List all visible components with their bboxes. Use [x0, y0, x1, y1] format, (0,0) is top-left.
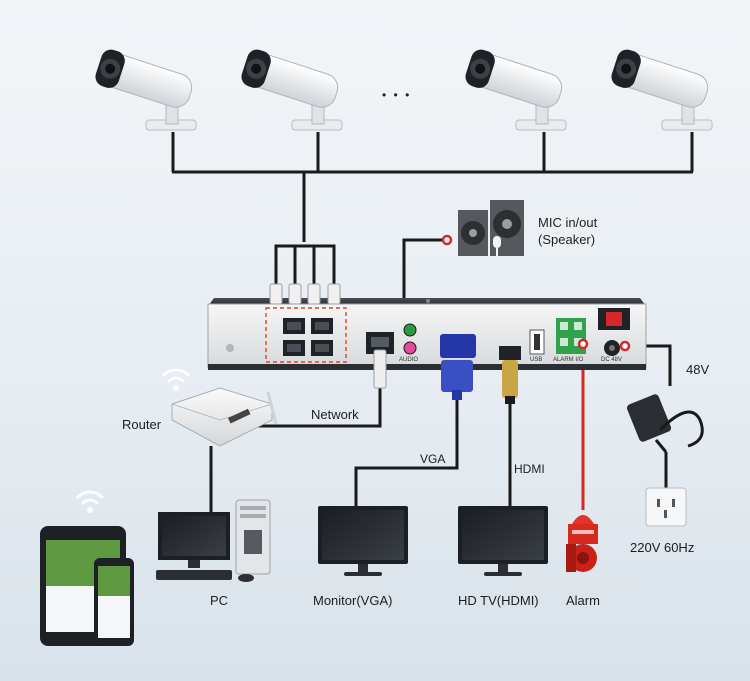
camera-bus-cables — [171, 132, 694, 300]
speaker-mic-icon — [458, 200, 524, 256]
power-connector-dot — [619, 340, 631, 352]
vga-monitor — [318, 506, 408, 576]
wifi-icon-mobile — [76, 490, 104, 513]
usb-port — [529, 329, 545, 355]
mic-label-line1: MIC in/out — [538, 215, 598, 230]
wall-socket — [645, 487, 687, 527]
pc — [156, 499, 271, 582]
vga-port — [440, 334, 476, 400]
camera-1 — [92, 46, 197, 131]
poe-plugs — [269, 283, 341, 305]
camera-2 — [238, 46, 343, 131]
vga-cable — [354, 398, 459, 506]
nvr-alarm-io-label: ALARM I/O — [553, 357, 584, 363]
alarm-siren — [566, 515, 598, 572]
mic-connector-dot — [441, 234, 453, 246]
pc-label: PC — [210, 593, 229, 608]
power-220v-label: 220V 60Hz — [630, 540, 695, 555]
camera-4 — [608, 46, 713, 131]
camera-3 — [462, 46, 567, 131]
vga-label: VGA — [420, 452, 446, 466]
router — [171, 387, 278, 447]
audio-ports — [403, 323, 417, 355]
router-label: Router — [122, 417, 162, 432]
alarm-label: Alarm — [566, 593, 600, 608]
monitor-label: Monitor(VGA) — [313, 593, 393, 608]
nvr-dc-label: DC 48V — [601, 357, 623, 363]
network-cable — [246, 388, 382, 428]
nvr-usb-port-label: USB — [530, 357, 543, 363]
hd-tv — [458, 506, 548, 576]
power-adapter — [626, 394, 704, 453]
nvr-audio-port-label: AUDIO — [399, 357, 419, 363]
alarm-connector-dot — [577, 338, 589, 350]
mic-label-line2: (Speaker) — [538, 232, 596, 247]
alarm-io-terminal — [556, 318, 586, 354]
power-48v-label: 48V — [686, 362, 710, 377]
hdmi-port — [499, 346, 521, 404]
hdtv-label: HD TV(HDMI) — [458, 593, 539, 608]
lan-port — [366, 332, 394, 389]
poe-port-group — [265, 307, 347, 363]
mic-cable — [402, 238, 444, 322]
wifi-icon — [162, 368, 190, 391]
hdmi-label: HDMI — [514, 462, 545, 476]
dc-jack — [604, 340, 620, 356]
power-switch — [598, 308, 630, 330]
ellipsis-label: • • • — [382, 88, 412, 102]
tablet-and-phone — [40, 526, 134, 646]
network-label: Network — [311, 407, 359, 422]
